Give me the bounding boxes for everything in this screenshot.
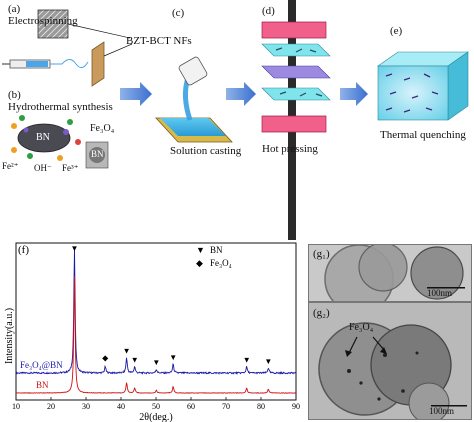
fe3o4-peak-marker: ◆ [102,354,109,363]
collector [91,41,105,87]
bn-sheet [17,123,71,153]
label-hydrothermal: Hydrothermal synthesis [8,101,113,113]
x-tick-label: 20 [47,402,55,411]
chart-panel-label: (f) [18,244,29,256]
plot-frame [15,242,297,401]
x-tick-label: 30 [82,402,90,411]
x-tick-label: 50 [152,402,160,411]
bn-peak-marker: ▼ [264,357,272,366]
label-bn-inset: BN [91,149,104,159]
beaker [178,56,208,86]
label-bn-sheet: BN [36,132,50,143]
bn-peak-marker: ▼ [169,353,177,362]
label-hot-pressing: Hot pressing [262,143,318,155]
hot-pressing-illustration [261,0,331,240]
syringe-solution [26,61,48,67]
label-b: (b) [8,89,21,101]
x-tick-label: 90 [292,402,300,411]
label-fe3o4: Fe₃O₄ [90,123,115,134]
solution-casting-illustration [155,56,233,143]
tem-image-g1: (g₁) 100nm [308,244,472,302]
label-thermal-quenching: Thermal quenching [380,129,466,141]
series-line-0 [15,248,297,375]
process-schematic: (a) Electrospinning BZT-BCT NFs (b) Hydr… [2,0,469,240]
tem-g2-label: (g₂) [313,307,330,319]
x-axis-label: 2θ(deg.) [139,412,172,422]
tem-g1-scale: 100nm [427,288,453,298]
bn-peak-marker: ▼ [152,358,160,367]
label-nanofibers: BZT-BCT NFs [126,35,192,47]
x-tick-label: 60 [187,402,195,411]
label-d: (d) [262,5,275,17]
x-tick-label: 80 [257,402,265,411]
label-solution-casting: Solution casting [170,145,242,157]
tick-layer: 10 20 30 40 50 60 70 80 90 [12,397,300,411]
bn-peak-marker: ▼ [123,347,131,356]
series-line-1 [15,275,297,394]
label-c: (c) [172,7,185,19]
jet [50,59,89,68]
tem-g2-scale: 100nm [429,406,455,416]
label-electrospinning: Electrospinning [8,15,78,27]
arrow-to-quenching [340,82,368,106]
legend-symbol-fe3o4: ◆ [196,258,203,268]
nanofiber-sem-image [37,9,69,39]
x-tick-label: 10 [12,402,20,411]
arrow-to-hot-pressing [226,82,256,106]
label-a: (a) [8,3,21,15]
electrospinning-illustration [2,9,133,87]
label-fe3: Fe³⁺ [62,163,79,173]
tem-g1-label: (g₁) [313,248,330,260]
tem-g2-annotation: Fe₃O₄ [349,322,374,333]
label-e: (e) [390,25,403,37]
bn-peak-marker: ▼ [131,356,139,365]
schematic-svg [2,0,469,240]
legend-symbol-bn: ▼ [196,245,205,255]
marker-layer: ▼▼▼▼▼▼▼◆ [70,244,272,367]
series-layer [15,248,297,394]
hydrothermal-illustration [11,115,109,169]
label-fe2: Fe²⁺ [2,161,19,171]
bn-peak-marker: ▼ [243,356,251,365]
legend-label-fe3o4: Fe₃O₄ [210,258,232,268]
series-label-bn: BN [36,380,49,390]
arrow-to-casting [120,82,152,106]
bn-peak-marker: ▼ [70,244,78,253]
legend: ▼ BN ◆ Fe₃O₄ [196,245,232,268]
legend-label-bn: BN [210,245,223,255]
y-axis-label: Intensity(a.u.) [4,308,15,364]
x-tick-label: 70 [222,402,230,411]
tem-image-g2: (g₂) Fe₃O₄ 100nm [308,302,472,420]
series-label-fe3o4-bn: Fe₃O₄@BN [20,360,63,370]
x-tick-label: 40 [117,402,125,411]
label-oh: OH⁻ [34,163,52,173]
thermal-quenching-illustration [377,51,469,121]
